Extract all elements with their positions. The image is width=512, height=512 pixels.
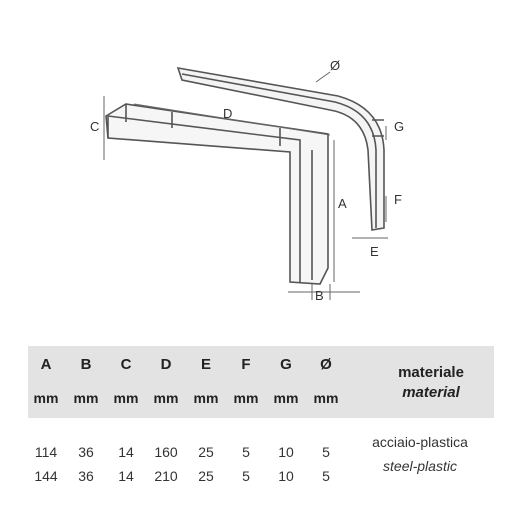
row1-c: 14 [118,444,134,460]
unit-diameter: mm [313,390,339,406]
row2-e: 25 [198,468,214,484]
front-bracket [105,103,329,285]
unit-f: mm [233,390,259,406]
bracket-diagram: D C A B E F G Ø [90,58,404,303]
unit-g: mm [273,390,299,406]
row1-material-it: acciaio-plastica [372,434,468,450]
unit-e: mm [193,390,219,406]
row1-f: 5 [242,444,250,460]
row1-b: 36 [78,444,94,460]
row1-diameter: 5 [322,444,330,460]
row1-d: 160 [154,444,178,460]
header-b: B [80,356,92,373]
dim-d-label: D [223,106,232,121]
header-a: A [40,356,52,373]
row1-a: 114 [34,444,58,460]
dim-a-label: A [338,196,347,211]
header-c: C [120,356,132,373]
spec-header-panel: A B C D E F G Ø mm mm mm mm mm mm mm mm … [28,346,494,418]
header-e: E [200,356,211,373]
dimension-lines [103,71,388,300]
row1-material-en: steel-plastic [383,458,457,474]
material-header-en: material [402,384,460,401]
row2-g: 10 [278,468,294,484]
row2-diameter: 5 [322,468,330,484]
unit-c: mm [113,390,139,406]
row2-a: 144 [34,468,58,484]
row1-e: 25 [198,444,214,460]
row2-d: 210 [154,468,178,484]
row1-g: 10 [278,444,294,460]
header-d: D [160,356,172,373]
header-f: F [241,356,251,373]
dim-g-label: G [394,119,404,134]
header-g: G [280,356,292,373]
dim-b-label: B [315,288,324,303]
dim-diameter-label: Ø [330,58,340,73]
header-diameter: Ø [320,356,332,373]
side-profile [176,66,385,231]
dim-f-label: F [394,192,402,207]
row2-f: 5 [242,468,250,484]
dim-e-label: E [370,244,379,259]
unit-b: mm [73,390,99,406]
unit-d: mm [153,390,179,406]
material-header-it: materiale [398,364,464,381]
unit-a: mm [33,390,59,406]
row2-b: 36 [78,468,94,484]
row2-c: 14 [118,468,134,484]
dim-c-label: C [90,119,99,134]
